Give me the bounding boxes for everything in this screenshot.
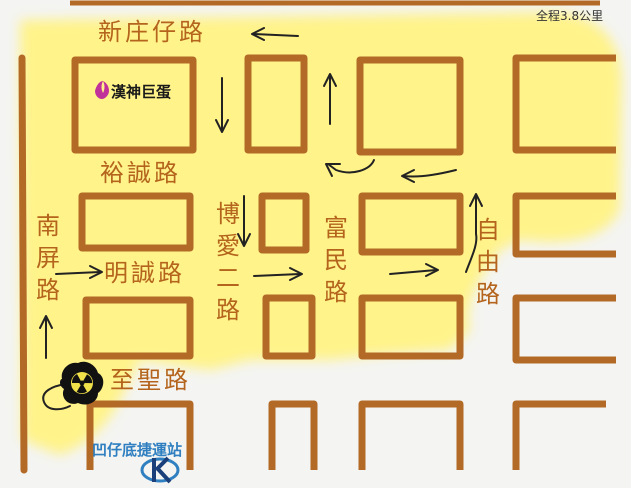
distance-label: 全程3.8公里	[536, 8, 603, 23]
street-label-fumin-3: 路	[324, 278, 348, 306]
route-arrow-icon	[389, 263, 439, 277]
start-curve	[42, 383, 71, 411]
street-label-xinzhuang: 新庄仔路	[98, 18, 206, 46]
street-label-fumin-2: 民	[324, 246, 348, 274]
street-label-boai-1: 博	[216, 200, 240, 228]
city-block	[356, 56, 464, 156]
street-label-boai-4: 路	[216, 296, 240, 324]
city-block	[512, 54, 616, 154]
landmark-name: 漢神巨蛋	[111, 83, 171, 101]
city-block	[86, 400, 194, 470]
city-block	[71, 56, 197, 154]
street-label-nanping-1: 南	[36, 212, 60, 240]
city-block	[358, 192, 464, 256]
radiation-icon	[60, 361, 104, 405]
street-label-yucheng: 裕誠路	[100, 159, 181, 187]
city-block	[512, 192, 616, 258]
city-block	[262, 294, 316, 360]
left-road	[18, 54, 28, 474]
landmark-logo-icon	[95, 81, 109, 99]
street-label-ziyou-1: 自	[476, 216, 500, 244]
street-label-mingcheng: 明誠路	[104, 259, 185, 287]
city-block	[82, 296, 194, 360]
route-arrow-icon	[55, 265, 103, 279]
city-block	[78, 192, 194, 252]
street-label-nanping-2: 屏	[36, 244, 60, 272]
route-arrow-icon	[237, 195, 251, 247]
city-block	[244, 54, 308, 154]
route-arrow-icon	[251, 27, 299, 41]
street-label-nanping-3: 路	[36, 276, 60, 304]
route-arrow-icon	[465, 193, 483, 273]
route-arrow-icon	[325, 159, 375, 177]
station-name: 凹仔底捷運站	[92, 441, 182, 459]
kmrt-logo-icon	[140, 456, 180, 484]
route-arrow-icon	[401, 169, 457, 183]
route-highlight	[20, 12, 622, 455]
city-block	[512, 294, 616, 364]
city-block	[268, 400, 318, 470]
street-label-zhisheng: 至聖路	[110, 366, 191, 394]
street-label-ziyou-2: 由	[476, 248, 500, 276]
city-block	[358, 294, 464, 360]
street-label-ziyou-3: 路	[476, 280, 500, 308]
city-block	[358, 400, 464, 470]
city-block	[512, 400, 606, 470]
city-block	[258, 192, 310, 254]
route-arrow-icon	[215, 77, 229, 133]
street-label-boai-2: 愛	[216, 232, 240, 260]
route-arrow-icon	[323, 73, 337, 125]
street-label-fumin-1: 富	[324, 214, 348, 242]
street-label-boai-3: 二	[216, 264, 240, 292]
route-arrow-icon	[39, 315, 53, 359]
route-arrow-icon	[253, 267, 303, 281]
